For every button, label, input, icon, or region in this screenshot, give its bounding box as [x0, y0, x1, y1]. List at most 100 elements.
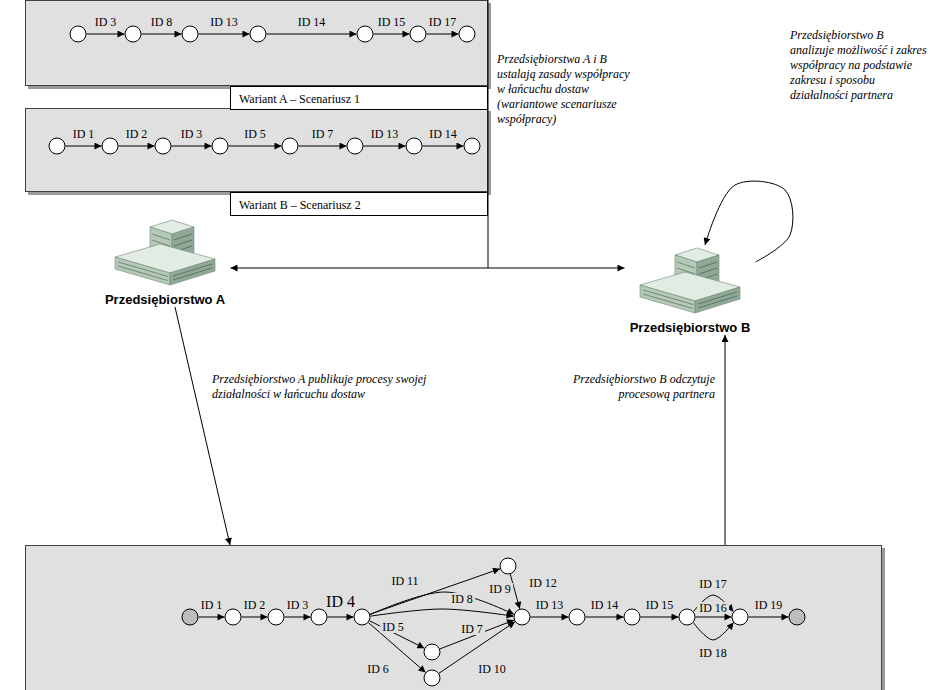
- state-circle: [69, 25, 87, 43]
- state-circle: [788, 608, 806, 626]
- activity-id: ID 13: [208, 16, 240, 28]
- state-circle-outline: [182, 609, 198, 625]
- state-circle-outline: [406, 138, 422, 154]
- state-circle: [281, 137, 299, 155]
- process-state: [346, 137, 364, 155]
- process-arrow: [749, 617, 789, 618]
- activity-id: ID 4: [324, 594, 357, 610]
- label-anchor: ID 6: [365, 659, 391, 677]
- state-circle-outline: [464, 138, 480, 154]
- process-state: [281, 137, 299, 155]
- activity-id: ID 15: [376, 16, 408, 28]
- label-anchor: ID 3: [285, 595, 311, 613]
- label-anchor: ID 5: [242, 124, 268, 142]
- state-circle: [181, 608, 199, 626]
- process-arrow: [705, 181, 793, 262]
- process-arrow: [242, 617, 268, 618]
- process-state: [211, 137, 229, 155]
- state-circle-outline: [250, 26, 266, 42]
- process-arrow: [641, 617, 679, 618]
- state-circle-outline: [514, 609, 530, 625]
- label-anchor: ID 13: [534, 595, 566, 613]
- activity-id: ID 9: [487, 583, 513, 595]
- activity-id: ID 8: [149, 16, 175, 28]
- state-circle: [463, 137, 481, 155]
- activity-id: ID 12: [527, 577, 559, 589]
- label-anchor: ID 14: [589, 595, 621, 613]
- state-circle: [458, 25, 476, 43]
- activity-id: ID 7: [459, 623, 485, 635]
- label-anchor: ID 8: [449, 589, 475, 607]
- activity-id: ID 15: [644, 599, 676, 611]
- process-arrow: [328, 617, 354, 618]
- activity-id: ID 3: [93, 16, 119, 28]
- enterprise-node: Przedsiębiorstwo A: [100, 217, 231, 307]
- process-state: [731, 608, 749, 626]
- process-state: [423, 669, 441, 687]
- process-arrow: [725, 335, 726, 545]
- process-panel: [25, 545, 882, 690]
- label-anchor: ID 5: [380, 617, 406, 635]
- state-circle-outline: [49, 138, 65, 154]
- process-arrow: [285, 617, 311, 618]
- state-circle: [423, 643, 441, 661]
- process-arrow: [172, 146, 212, 147]
- process-state: [405, 137, 423, 155]
- process-arrow: [370, 592, 514, 615]
- state-circle-outline: [624, 609, 640, 625]
- activity-id: ID 13: [369, 128, 401, 140]
- process-state: [181, 25, 199, 43]
- activity-id: ID 14: [589, 599, 621, 611]
- process-arrow: [423, 146, 464, 147]
- state-circle: [353, 608, 371, 626]
- process-state: [499, 557, 517, 575]
- label-anchor: ID 17: [697, 574, 729, 592]
- state-circle: [568, 608, 586, 626]
- note-text: Przedsiębiorstwo B odczytuje procesową p…: [535, 372, 715, 402]
- process-panel: Wariant B – Scenariusz 2: [25, 108, 488, 192]
- state-circle: [623, 608, 641, 626]
- building-icon: [635, 245, 745, 317]
- enterprise-name: Przedsiębiorstwo A: [100, 289, 231, 307]
- state-circle-outline: [268, 609, 284, 625]
- state-circle: [356, 25, 374, 43]
- state-circle-outline: [459, 26, 475, 42]
- process-state: [568, 608, 586, 626]
- state-circle-outline: [424, 644, 440, 660]
- activity-id: ID 2: [242, 599, 268, 611]
- activity-id: ID 2: [124, 128, 150, 140]
- process-arrow: [175, 307, 230, 545]
- state-circle: [499, 557, 517, 575]
- state-circle-outline: [500, 558, 516, 574]
- label-anchor: Przedsiębiorstwo A publikuje procesy swo…: [212, 372, 427, 402]
- state-circle-outline: [357, 26, 373, 42]
- activity-id: ID 5: [242, 128, 268, 140]
- label-anchor: ID 17: [427, 12, 459, 30]
- state-circle-outline: [282, 138, 298, 154]
- process-state: [181, 608, 199, 626]
- activity-id: ID 1: [71, 128, 97, 140]
- process-state: [356, 25, 374, 43]
- process-arrow: [370, 621, 425, 648]
- activity-id: ID 5: [380, 621, 406, 633]
- state-circle-outline: [732, 609, 748, 625]
- label-anchor: ID 13: [208, 12, 240, 30]
- process-state: [249, 25, 267, 43]
- note-text: Przedsiębiorstwo B analizuje możliwość i…: [790, 28, 930, 103]
- state-circle: [409, 25, 427, 43]
- activity-id: ID 18: [697, 647, 729, 659]
- state-circle-outline: [347, 138, 363, 154]
- label-anchor: ID 2: [242, 595, 268, 613]
- state-circle-outline: [569, 609, 585, 625]
- activity-id: ID 1: [199, 599, 225, 611]
- label-anchor: ID 1: [199, 595, 225, 613]
- enterprise-node: Przedsiębiorstwo B: [625, 245, 756, 335]
- activity-id: ID 13: [534, 599, 566, 611]
- process-state: [423, 643, 441, 661]
- state-circle-outline: [102, 138, 118, 154]
- state-circle-outline: [311, 609, 327, 625]
- process-state: [69, 25, 87, 43]
- state-circle-outline: [70, 26, 86, 42]
- activity-id: ID 3: [179, 128, 205, 140]
- label-anchor: ID 2: [124, 124, 150, 142]
